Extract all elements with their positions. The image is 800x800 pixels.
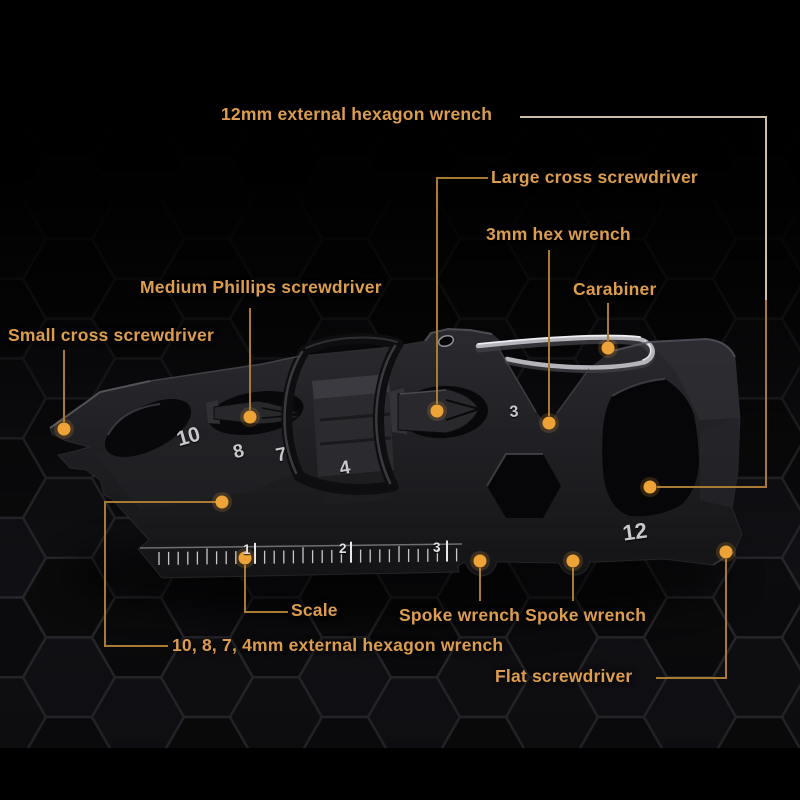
- lanyard-hole: [437, 334, 455, 348]
- tool-marking-3: 3: [509, 403, 520, 421]
- carabiner-opening-cutout: [602, 379, 699, 517]
- tool-front-face: [95, 415, 300, 510]
- dot-spoke-2: [566, 554, 580, 568]
- dot-small-cross: [57, 422, 71, 436]
- label-12mm-external-hexagon-wrench: 12mm external hexagon wrench: [221, 104, 493, 124]
- label-large-cross-screwdriver: Large cross screwdriver: [491, 167, 698, 187]
- tool-stack-top: [312, 374, 390, 399]
- tool-stack: [312, 374, 394, 477]
- left-oval-cutout: [104, 399, 192, 457]
- carabiner-opening-highlight: [611, 378, 666, 397]
- label-carabiner: Carabiner: [573, 279, 657, 299]
- medium-bit-ridges: [261, 407, 301, 419]
- carabiner-gate-wire: [475, 334, 656, 373]
- label-medium-phillips-screwdriver: Medium Phillips screwdriver: [140, 277, 382, 297]
- callout-dots: [54, 338, 736, 571]
- large-bit-ridges: [445, 399, 480, 421]
- label-spoke-wrench-right: Spoke wrench: [525, 605, 647, 625]
- callout-line-scale: [244, 565, 288, 613]
- dot-flat: [719, 545, 733, 559]
- callout-line-large-cross: [436, 177, 488, 404]
- label-flat-screwdriver: Flat screwdriver: [495, 666, 633, 686]
- callout-line-12mm-bottom: [657, 300, 767, 488]
- label-10-8-7-4mm-external-hexagon-wrench: 10, 8, 7, 4mm external hexagon wrench: [172, 635, 504, 655]
- bottom-letterbox-bar: [0, 748, 800, 800]
- center-hex-cutout: [487, 454, 561, 518]
- ruler-number-2: 2: [339, 541, 347, 556]
- dot-large-cross: [430, 404, 444, 418]
- left-oval-highlight: [107, 403, 161, 436]
- label-spoke-wrench-pair: Spoke wrench Spoke wrench: [399, 605, 646, 626]
- callout-line-flat: [656, 559, 727, 679]
- carabiner-arm-face: [649, 339, 740, 420]
- carabiner-arm-edge: [700, 418, 740, 508]
- wire-clip: [281, 333, 404, 495]
- edge-highlights: [49, 327, 736, 566]
- label-small-cross-screwdriver: Small cross screwdriver: [8, 325, 214, 345]
- large-bit-shine: [399, 389, 447, 395]
- ruler-number-1: 1: [243, 542, 251, 557]
- dot-spoke-1: [473, 554, 487, 568]
- label-spoke-wrench-left: Spoke wrench: [399, 605, 521, 625]
- dot-scale: [238, 551, 252, 565]
- label-3mm-hex-wrench: 3mm hex wrench: [486, 224, 631, 244]
- center-hex-highlight: [486, 453, 543, 487]
- dot-12mm-hex: [643, 480, 657, 494]
- tool-marking-12: 12: [621, 517, 649, 546]
- dot-hex-multi: [215, 495, 229, 509]
- callout-line-hex-multi: [104, 501, 216, 647]
- callout-line-12mm-top: [520, 116, 767, 300]
- dot-carabiner: [601, 341, 615, 355]
- dot-medium-phillips: [243, 410, 257, 424]
- ruler-number-3: 3: [433, 540, 441, 555]
- dot-3mm-hex: [542, 416, 556, 430]
- label-scale: Scale: [291, 600, 338, 620]
